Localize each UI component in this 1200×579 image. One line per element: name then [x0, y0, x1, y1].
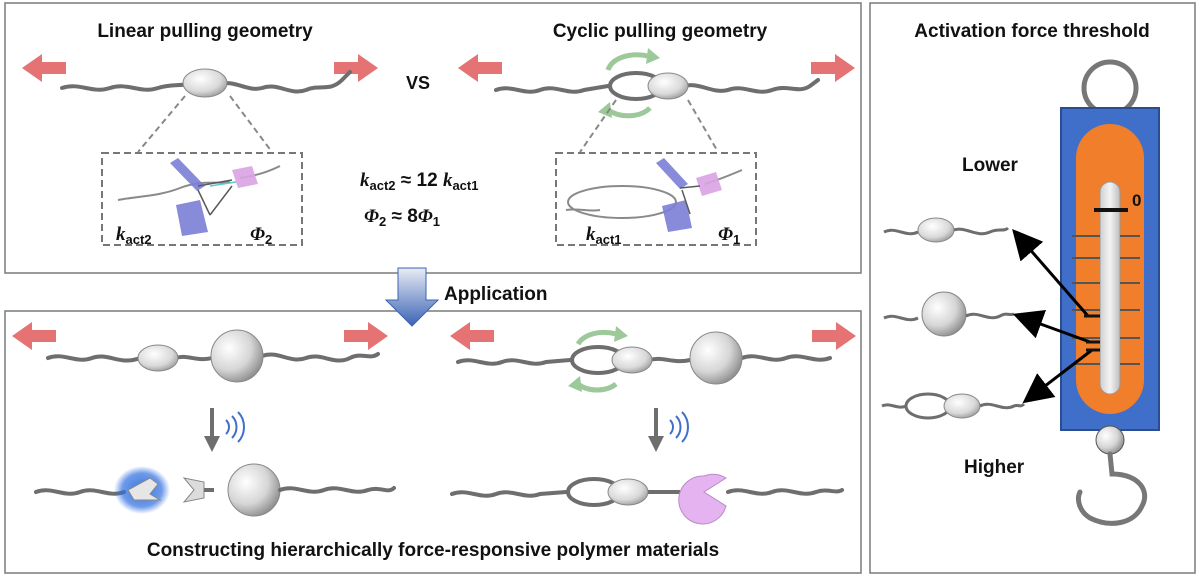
vs-label: VS	[406, 73, 430, 93]
right-panel	[869, 2, 1196, 574]
cyclic-molecule	[565, 158, 743, 232]
pull-left-arrow-icon	[458, 54, 502, 82]
zoom-line	[137, 95, 186, 153]
mechanophore-ball	[689, 331, 743, 385]
rotation-arrow-icon	[606, 106, 652, 119]
linear-phi-label: Φ2	[250, 224, 272, 247]
mini-chain-middle	[883, 291, 1015, 337]
pull-right-arrow-icon	[344, 322, 388, 350]
mini-chain-higher	[881, 392, 1026, 420]
linear-k-label: kact2	[116, 224, 152, 247]
activated-cyclic-chain	[450, 473, 844, 525]
cyclic-polymer-chain	[494, 71, 820, 101]
rotation-arrow-icon	[605, 52, 649, 72]
threshold-arrow-icon	[1022, 348, 1093, 404]
activation-arrow-head	[204, 436, 220, 452]
cyclic-zoom-box	[555, 152, 757, 246]
rotation-arrow-head	[568, 376, 582, 392]
linear-molecule	[117, 158, 281, 236]
mechanophore-ellipse	[647, 72, 689, 100]
linear-zoom-box	[101, 152, 303, 246]
pull-left-arrow-icon	[22, 54, 66, 82]
zoom-line	[687, 99, 719, 153]
threshold-arrow-icon	[1012, 228, 1090, 317]
spring-scale	[1060, 59, 1160, 526]
scale-zero-label: 0	[1132, 191, 1141, 210]
threshold-arrow-icon	[1012, 310, 1091, 344]
pull-left-arrow-icon	[450, 322, 494, 350]
mechanophore-ellipse	[182, 68, 228, 98]
activation-arrow-head	[648, 436, 664, 452]
mechanophore-ball	[210, 329, 264, 383]
pull-left-arrow-icon	[12, 322, 56, 350]
mini-chain-lower	[883, 217, 1010, 243]
top-panel	[4, 2, 862, 274]
lower-label: Lower	[962, 155, 1019, 176]
ultrasound-icon	[669, 411, 689, 443]
cyclic-title: Cyclic pulling geometry	[553, 21, 768, 42]
application-arrow-icon	[384, 267, 440, 327]
linear-polymer-chain	[60, 70, 352, 94]
rotation-arrow-icon	[576, 381, 618, 393]
bottom-panel	[4, 310, 862, 574]
mechanophore-ellipse	[137, 344, 179, 372]
rotation-arrow-head	[614, 326, 628, 342]
cyclic-k-label: kact1	[586, 224, 622, 247]
rotation-arrow-head	[598, 102, 612, 118]
pull-right-arrow-icon	[812, 322, 856, 350]
activated-linear-chain	[34, 463, 396, 517]
cyclic-phi-label: Φ1	[718, 224, 740, 247]
ultrasound-icon	[225, 411, 245, 443]
mechanophore-ellipse	[611, 346, 653, 374]
rotation-arrow-head	[646, 48, 660, 64]
linear-title: Linear pulling geometry	[97, 21, 313, 42]
linear-hierarchical-chain	[46, 352, 380, 363]
right-title: Activation force threshold	[914, 21, 1149, 42]
pull-right-arrow-icon	[334, 54, 378, 82]
rotation-arrow-icon	[575, 329, 617, 346]
higher-label: Higher	[964, 457, 1025, 478]
pull-right-arrow-icon	[811, 54, 855, 82]
application-label: Application	[444, 284, 547, 305]
rate-equation: kact2 ≈ 12 kact1	[360, 170, 478, 193]
yield-equation: Φ2 ≈ 8Φ1	[364, 206, 440, 229]
zoom-line	[229, 95, 273, 153]
zoom-line	[579, 99, 617, 153]
bottom-caption: Constructing hierarchically force-respon…	[147, 540, 719, 561]
